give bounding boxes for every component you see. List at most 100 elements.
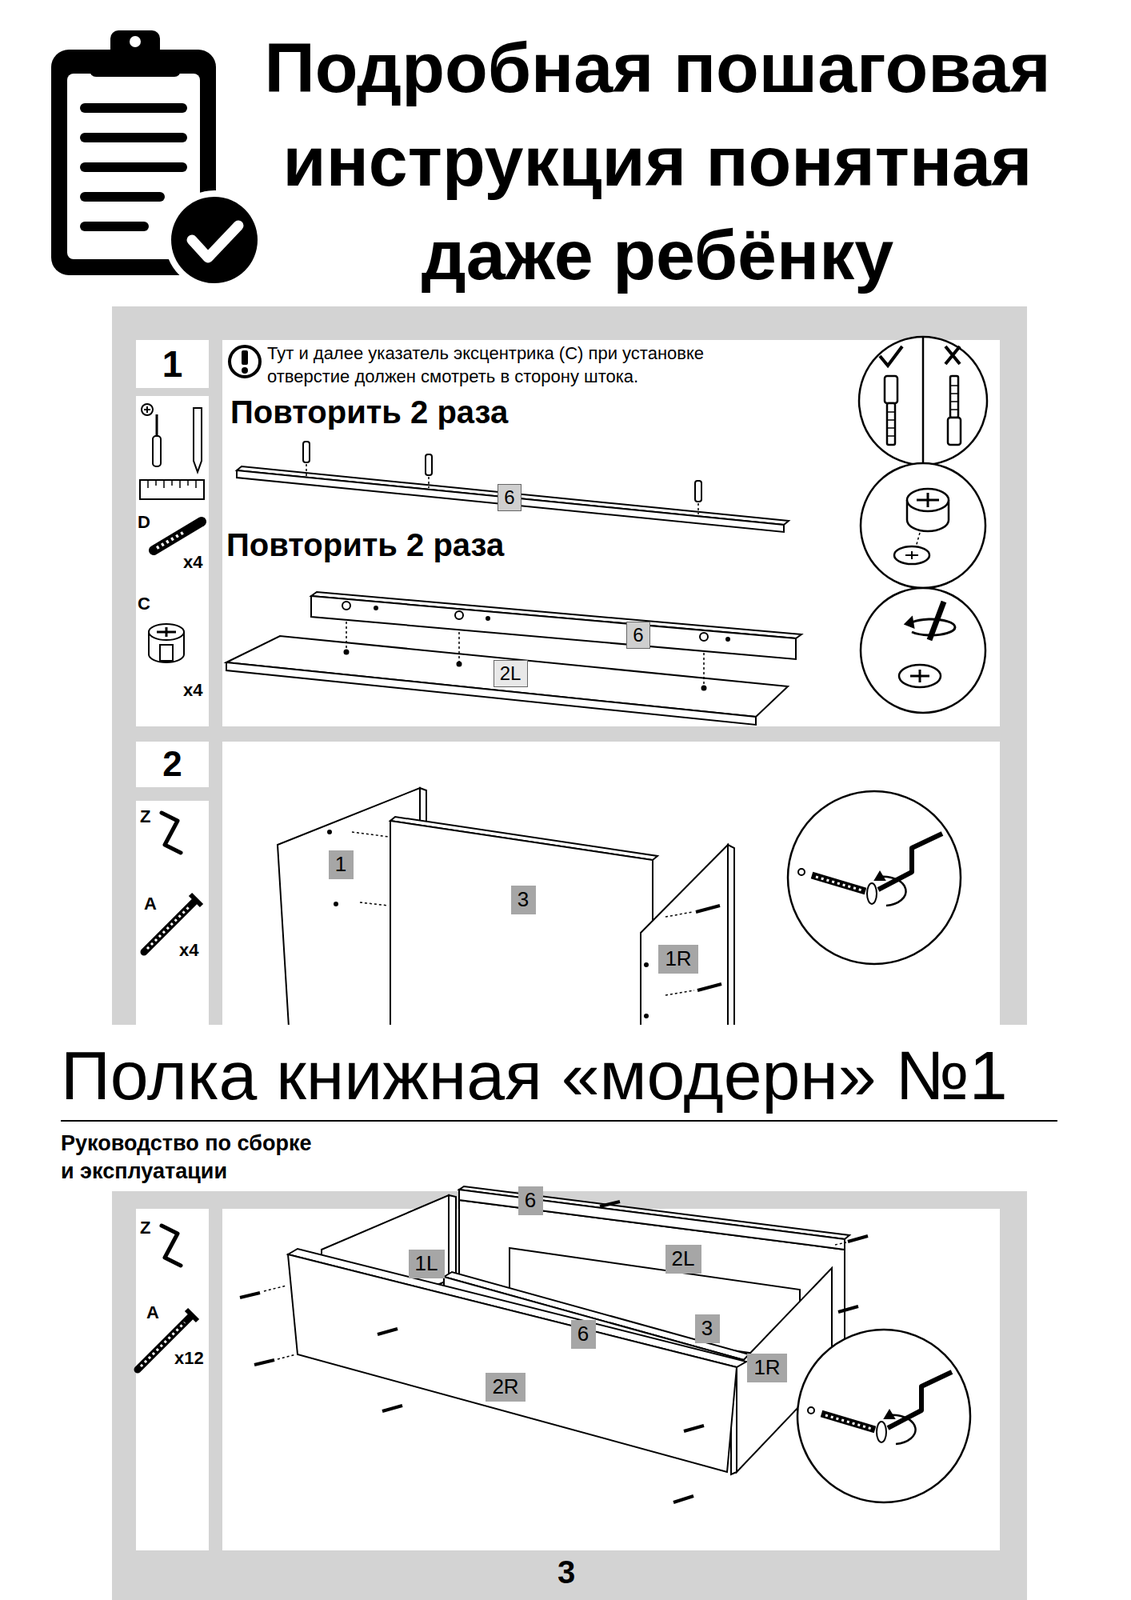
- detail-circle: [887, 419, 896, 421]
- step2-drawing: [695, 905, 720, 912]
- detail-circle: [950, 384, 959, 387]
- step2-drawing: [875, 871, 885, 880]
- step3-drawing: [599, 1201, 620, 1207]
- detail-circle: [911, 619, 956, 636]
- cam-lock-icon: [159, 644, 173, 661]
- warning-icon: [241, 367, 248, 374]
- repeat-note: Повторить 2 раза: [230, 393, 508, 431]
- panel-ground: [135, 1208, 209, 1551]
- tool-icon: [152, 435, 161, 467]
- step1-drawing: [306, 463, 699, 515]
- step3-drawing: [287, 1254, 737, 1472]
- detail-circle: [894, 546, 930, 564]
- part-name: 2R: [491, 1374, 519, 1399]
- tool-icon: [139, 479, 204, 500]
- step2-drawing: [277, 787, 961, 1025]
- detail-circle: [907, 488, 949, 512]
- clipboard-icon: [51, 30, 264, 290]
- step2-drawing: [334, 902, 338, 906]
- step1-drawing: [374, 606, 378, 610]
- tool-icon: [195, 479, 197, 488]
- clipboard-icon: [191, 225, 239, 258]
- detail-circle: [887, 427, 896, 429]
- step3-drawing: [382, 1405, 403, 1411]
- clipboard-icon: [84, 132, 183, 143]
- clipboard-icon: [84, 107, 183, 227]
- detail-circle: [887, 411, 896, 436]
- step1-drawing: [342, 601, 351, 610]
- hex-key-icon: [161, 1225, 181, 1266]
- part-tag: 1L: [408, 1249, 445, 1279]
- step3-drawing: [876, 1421, 887, 1443]
- detail-circle: [927, 492, 930, 508]
- part-name: 6: [503, 486, 515, 509]
- step1-drawing: [226, 441, 802, 725]
- step2-drawing: [815, 876, 863, 891]
- part-name: 3: [517, 887, 529, 912]
- dowel-icon: [153, 521, 202, 551]
- step3-drawing: [821, 1413, 876, 1430]
- part-letter: C: [137, 593, 151, 614]
- step3-drawing: [254, 1359, 275, 1365]
- step3-drawing: [277, 1354, 296, 1359]
- part-tag: 6: [518, 1186, 544, 1215]
- tool-icon: [163, 479, 165, 488]
- step1-drawing: [703, 652, 705, 687]
- quantity: x4: [183, 679, 203, 700]
- step-number-text: 1: [162, 343, 184, 386]
- detail-circle: [950, 400, 959, 403]
- part-letter: A: [146, 1302, 160, 1323]
- step1-drawing: [236, 466, 789, 525]
- step3-drawing: [263, 1242, 847, 1359]
- screw-icon: [186, 1309, 198, 1321]
- step1-drawing: [425, 454, 432, 476]
- step2-drawing: [878, 833, 943, 890]
- step2-drawing: [811, 875, 866, 892]
- step3-drawing: [835, 1242, 847, 1245]
- clipboard-icon: [171, 196, 258, 284]
- part-tag: 6: [571, 1319, 596, 1349]
- step3-drawing: [239, 1186, 971, 1503]
- hex-key-icon: [161, 812, 181, 853]
- step2-drawing: [697, 983, 722, 991]
- part-letter: A: [143, 893, 157, 914]
- part-tag: 6: [626, 621, 651, 649]
- step1-drawing: [427, 476, 430, 488]
- step3-drawing: [239, 1292, 260, 1298]
- step3-drawing: [673, 1495, 694, 1503]
- clipboard-icon: [84, 221, 144, 232]
- detail-circle: [860, 587, 986, 713]
- detail-circle: [887, 435, 896, 437]
- step1-drawing: [697, 503, 700, 515]
- part-letter: Z: [139, 806, 151, 827]
- detail-circle: [919, 669, 922, 683]
- step2-drawing: [327, 830, 332, 834]
- step1-drawing: [305, 463, 308, 476]
- dowel-icon: [156, 531, 186, 548]
- panel-ground: [135, 741, 209, 788]
- step2-drawing: [640, 844, 728, 1025]
- step3-drawing: [887, 1371, 952, 1428]
- tool-icon: [171, 479, 173, 486]
- step2-drawing: [727, 844, 735, 1025]
- step3-drawing: [683, 1425, 704, 1431]
- part-tag: 1: [328, 850, 354, 880]
- step3-drawing: [884, 1410, 895, 1419]
- product-title: Полка книжная «модерн» №1: [60, 1037, 1008, 1114]
- step2-drawing: [665, 911, 693, 917]
- warning-icon: [241, 350, 248, 365]
- panel-ground: [111, 1190, 1028, 1600]
- step2-drawing: [787, 791, 961, 964]
- part-name: 1R: [753, 1355, 780, 1380]
- step3-drawing: [448, 1194, 456, 1280]
- tool-icon: [141, 403, 153, 416]
- detail-circle: [950, 392, 959, 395]
- step2-drawing: [867, 883, 877, 904]
- detail-circle: [859, 336, 988, 713]
- part-tag: 1R: [658, 944, 699, 974]
- step3-drawing: [797, 1329, 971, 1503]
- step3-drawing: [807, 1406, 815, 1414]
- detail-circle: [950, 385, 959, 410]
